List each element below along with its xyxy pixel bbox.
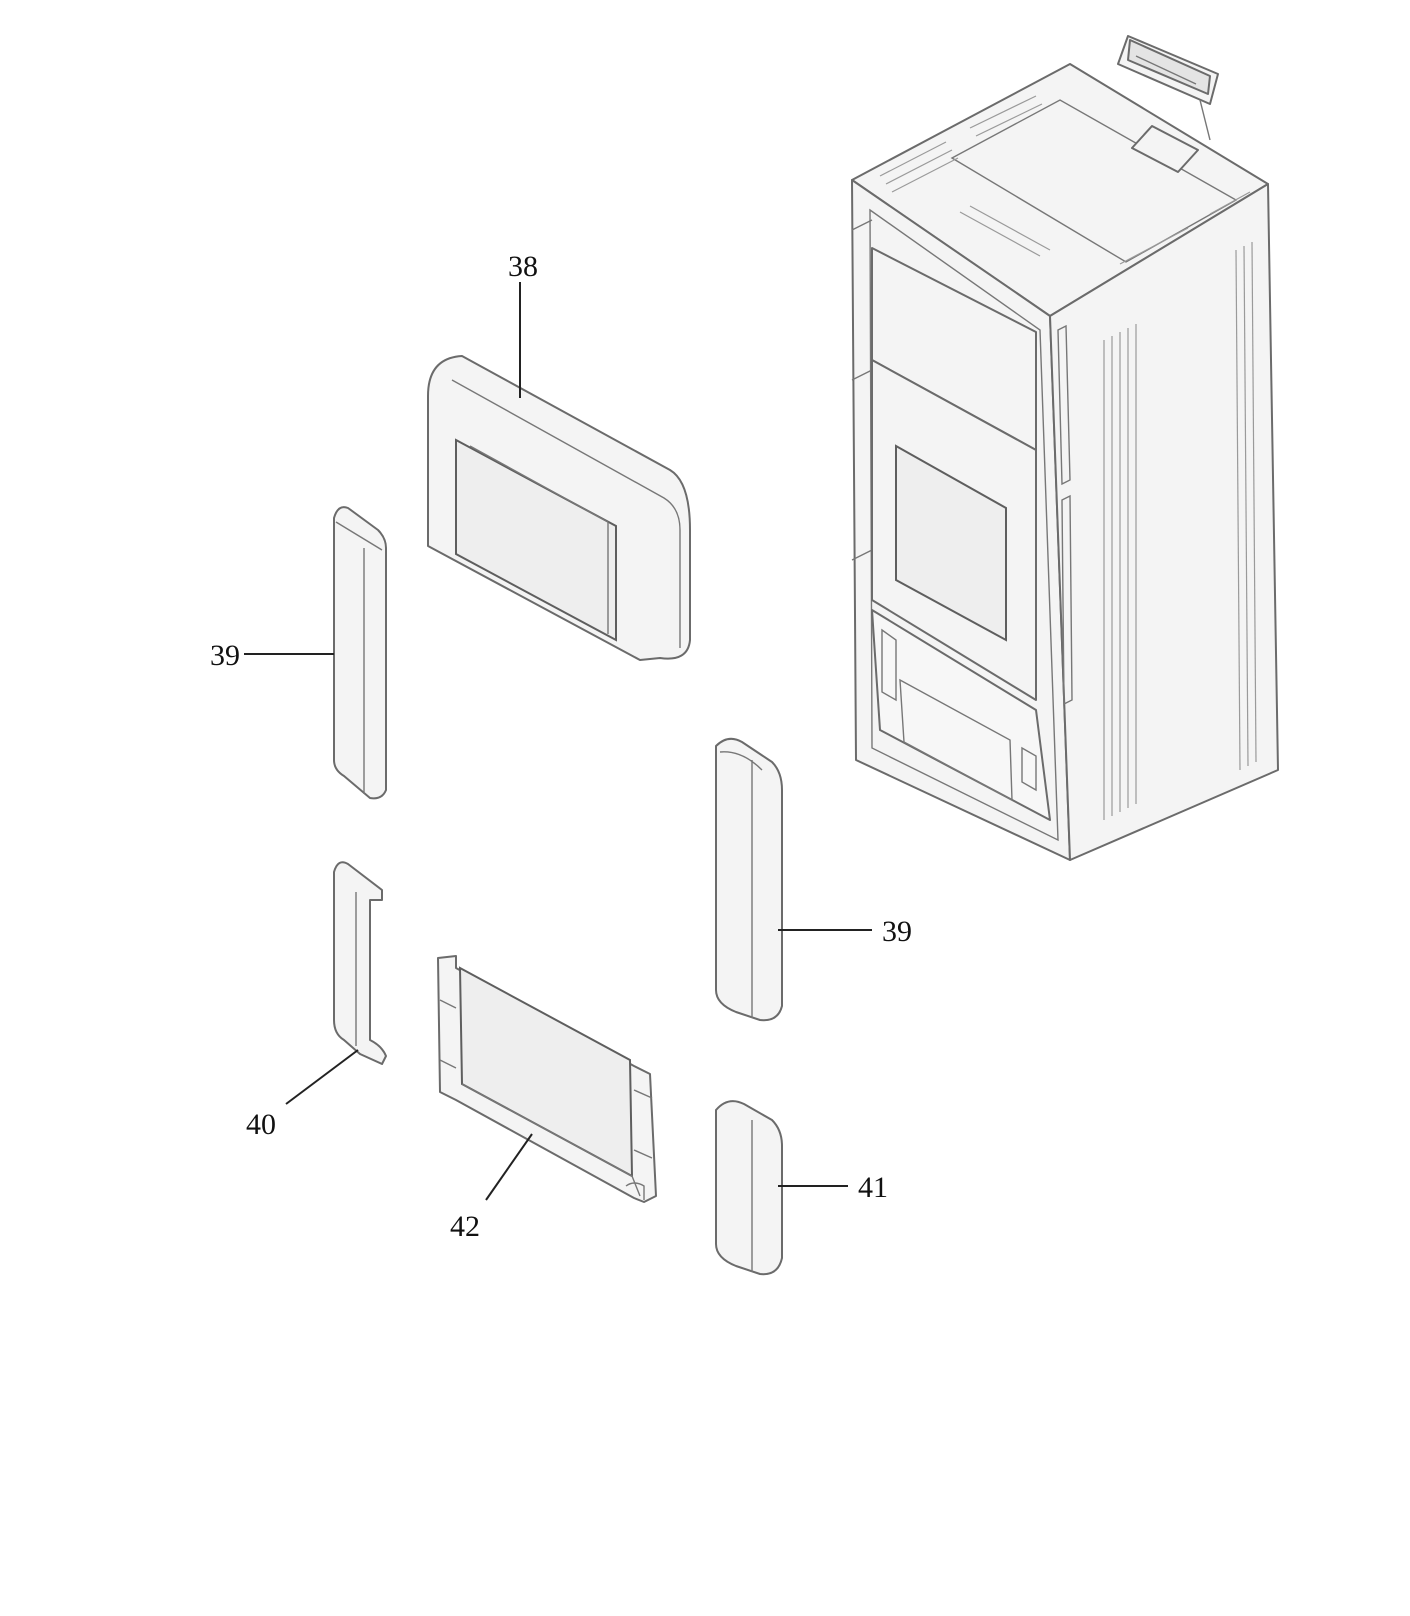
callout-39-left: 39 <box>210 639 240 672</box>
callout-39-right: 39 <box>882 915 912 948</box>
part-38-top-frame <box>427 355 691 661</box>
callout-38: 38 <box>508 250 538 283</box>
callout-42: 42 <box>450 1210 480 1243</box>
part-42-lower-panel <box>437 955 657 1203</box>
leader-lines <box>244 282 872 1201</box>
part-40-lower-column <box>333 861 387 1065</box>
part-39-left-column <box>333 506 387 800</box>
callout-41: 41 <box>858 1171 888 1204</box>
leader-40 <box>285 1049 359 1105</box>
stove-unit <box>851 35 1279 861</box>
leader-42 <box>485 1133 533 1201</box>
callout-labels: 38 39 39 40 41 42 <box>210 250 912 1243</box>
part-39-right-column <box>715 737 783 1022</box>
callout-40: 40 <box>246 1108 276 1141</box>
part-41-short-column <box>715 1100 783 1276</box>
